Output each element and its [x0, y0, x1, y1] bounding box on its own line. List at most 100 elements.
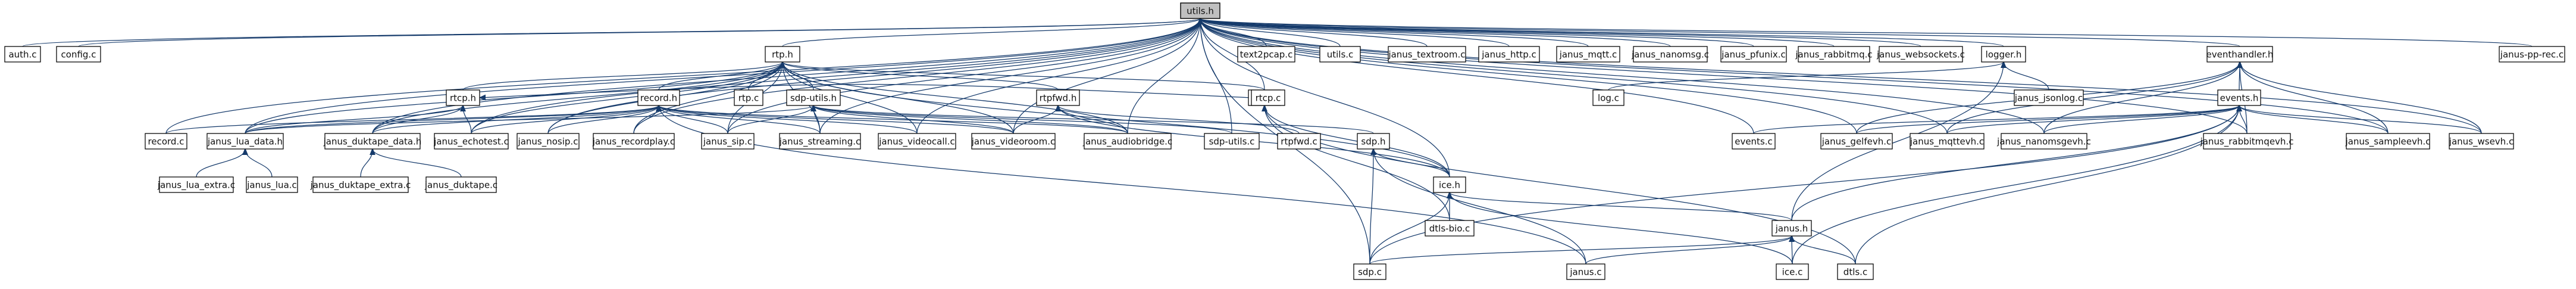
node-janus-duktape-c[interactable]: janus_duktape.c — [424, 176, 497, 193]
node-janus-rabbitmqevh-c[interactable]: janus_rabbitmqevh.c — [2200, 133, 2294, 150]
node-box-text2pcap-c[interactable] — [1237, 46, 1295, 63]
node-dtls-bio-c[interactable]: dtls-bio.c — [1425, 220, 1475, 237]
node-janus-nanomsgevh-c[interactable]: janus_nanomsgevh.c — [1996, 133, 2091, 150]
node-box-janus-sampleevh-c[interactable] — [2346, 133, 2430, 150]
node-janus-wsevh-c[interactable]: janus_wsevh.c — [2449, 133, 2514, 150]
node-janus-rabbitmq-c[interactable]: janus_rabbitmq.c — [1795, 46, 1873, 63]
node-box-janus-wsevh-c[interactable] — [2449, 133, 2514, 150]
node-janus-audiobridge-c[interactable]: janus_audiobridge.c — [1082, 133, 1172, 150]
node-eventhandler-h[interactable]: eventhandler.h — [2206, 46, 2274, 63]
node-box-janus-rabbitmq-c[interactable] — [1798, 46, 1870, 63]
node-box-sdp-h[interactable] — [1357, 133, 1390, 150]
node-sdp-utils-h[interactable]: sdp-utils.h — [786, 89, 841, 106]
node-sdp-c[interactable]: sdp.c — [1353, 263, 1386, 280]
node-rtp-c[interactable]: rtp.c — [734, 89, 763, 106]
node-box-janus-videoroom-c[interactable] — [971, 133, 1056, 150]
node-janus-websockets-c[interactable]: janus_websockets.c — [1876, 46, 1965, 63]
node-box-janus-nanomsg-c[interactable] — [1633, 46, 1708, 63]
node-janus-videocall-c[interactable]: janus_videocall.c — [878, 133, 956, 150]
node-ice-h[interactable]: ice.h — [1433, 176, 1466, 193]
node-box-sdp-utils-h[interactable] — [786, 89, 841, 106]
node-janus-lua-c[interactable]: janus_lua.c — [246, 176, 298, 193]
node-box-janus-mqtt-c[interactable] — [1556, 46, 1620, 63]
node-janus-recordplay-c[interactable]: janus_recordplay.c — [592, 133, 675, 150]
node-box-janus-recordplay-c[interactable] — [593, 133, 675, 150]
node-box-janus-mqttevh-c[interactable] — [1910, 133, 1985, 150]
node-janus-echotest-c[interactable]: janus_echotest.c — [433, 133, 509, 150]
node-box-dtls-c[interactable] — [1837, 263, 1874, 280]
node-box-eventhandler-h[interactable] — [2206, 46, 2273, 63]
node-sdp-h[interactable]: sdp.h — [1357, 133, 1390, 150]
node-config-c[interactable]: config.c — [56, 46, 101, 63]
node-box-janus-echotest-c[interactable] — [434, 133, 509, 150]
node-rtp-h[interactable]: rtp.h — [765, 46, 800, 63]
node-box-ice-c[interactable] — [1776, 263, 1809, 280]
node-box-dtls-bio-c[interactable] — [1425, 220, 1475, 237]
node-box-janus-audiobridge-c[interactable] — [1084, 133, 1172, 150]
node-log-c[interactable]: log.c — [1592, 89, 1625, 106]
node-auth-c[interactable]: auth.c — [4, 46, 41, 63]
node-utils-c[interactable]: utils.c — [1319, 46, 1361, 63]
node-janus-gelfevh-c[interactable]: janus_gelfevh.c — [1820, 133, 1893, 150]
node-sdp-utils-c[interactable]: sdp-utils.c — [1204, 133, 1260, 150]
node-box-rtp-h[interactable] — [765, 46, 800, 63]
node-box-janus-websockets-c[interactable] — [1879, 46, 1963, 63]
node-box-sdp-utils-c[interactable] — [1204, 133, 1260, 150]
node-janus-http-c[interactable]: janus_http.c — [1478, 46, 1540, 63]
node-box-janus-videocall-c[interactable] — [878, 133, 956, 150]
node-box-events-h[interactable] — [2217, 89, 2261, 106]
node-box-janus-pp-rec-c[interactable] — [2499, 46, 2565, 63]
node-janus-lua-extra-c[interactable]: janus_lua_extra.c — [157, 176, 235, 193]
node-janus-mqtt-c[interactable]: janus_mqtt.c — [1556, 46, 1620, 63]
node-events-h[interactable]: events.h — [2217, 89, 2261, 106]
node-janus-duktape-data-h[interactable]: janus_duktape_data.h — [323, 133, 422, 150]
node-box-record-c[interactable] — [145, 133, 187, 150]
node-box-janus-sip-c[interactable] — [701, 133, 755, 150]
node-box-janus-nanomsgevh-c[interactable] — [2001, 133, 2087, 150]
node-dtls-c[interactable]: dtls.c — [1837, 263, 1874, 280]
node-box-janus-streaming-c[interactable] — [779, 133, 861, 150]
node-janus-videoroom-c[interactable]: janus_videoroom.c — [971, 133, 1056, 150]
node-janus-c[interactable]: janus.c — [1566, 263, 1605, 280]
node-janus-mqttevh-c[interactable]: janus_mqttevh.c — [1910, 133, 1985, 150]
node-logger-h[interactable]: logger.h — [1981, 46, 2026, 63]
node-rtcp-h[interactable]: rtcp.h — [446, 89, 480, 106]
node-events-c[interactable]: events.c — [1732, 133, 1776, 150]
node-box-janus-textroom-c[interactable] — [1388, 46, 1466, 63]
node-utils-h[interactable]: utils.h — [1180, 2, 1220, 19]
node-ice-c[interactable]: ice.c — [1776, 263, 1809, 280]
node-box-janus-lua-data-h[interactable] — [206, 133, 284, 150]
node-box-rtcp-c[interactable] — [1251, 89, 1285, 106]
node-rtpfwd-h[interactable]: rtpfwd.h — [1036, 89, 1080, 106]
node-box-janus-duktape-c[interactable] — [425, 176, 497, 193]
node-box-janus-duktape-extra-c[interactable] — [312, 176, 409, 193]
node-janus-sampleevh-c[interactable]: janus_sampleevh.c — [2345, 133, 2431, 150]
node-box-janus-c[interactable] — [1566, 263, 1605, 280]
node-janus-textroom-c[interactable]: janus_textroom.c — [1388, 46, 1466, 63]
node-janus-jsonlog-c[interactable]: janus_jsonlog.c — [2014, 89, 2084, 106]
node-box-janus-rabbitmqevh-c[interactable] — [2203, 133, 2291, 150]
node-box-logger-h[interactable] — [1981, 46, 2026, 63]
node-rtcp-c[interactable]: rtcp.c — [1251, 89, 1285, 106]
node-box-rtcp-h[interactable] — [446, 89, 480, 106]
node-janus-h[interactable]: janus.h — [1771, 220, 1812, 237]
node-rtpfwd-c[interactable]: rtpfwd.c — [1277, 133, 1321, 150]
node-janus-nanomsg-c[interactable]: janus_nanomsg.c — [1631, 46, 1709, 63]
node-box-events-c[interactable] — [1732, 133, 1776, 150]
node-box-rtpfwd-c[interactable] — [1277, 133, 1321, 150]
node-janus-duktape-extra-c[interactable]: janus_duktape_extra.c — [310, 176, 411, 193]
node-record-h[interactable]: record.h — [637, 89, 680, 106]
node-box-janus-http-c[interactable] — [1478, 46, 1540, 63]
node-box-janus-nosip-c[interactable] — [517, 133, 580, 150]
node-janus-streaming-c[interactable]: janus_streaming.c — [779, 133, 861, 150]
node-box-janus-jsonlog-c[interactable] — [2014, 89, 2084, 106]
node-box-janus-lua-extra-c[interactable] — [159, 176, 234, 193]
node-record-c[interactable]: record.c — [145, 133, 187, 150]
node-janus-pfunix-c[interactable]: janus_pfunix.c — [1720, 46, 1787, 63]
node-box-utils-h[interactable] — [1180, 2, 1220, 19]
node-box-rtp-c[interactable] — [734, 89, 763, 106]
node-box-janus-lua-c[interactable] — [246, 176, 298, 193]
node-box-utils-c[interactable] — [1319, 46, 1361, 63]
node-janus-sip-c[interactable]: janus_sip.c — [701, 133, 755, 150]
node-box-rtpfwd-h[interactable] — [1036, 89, 1080, 106]
